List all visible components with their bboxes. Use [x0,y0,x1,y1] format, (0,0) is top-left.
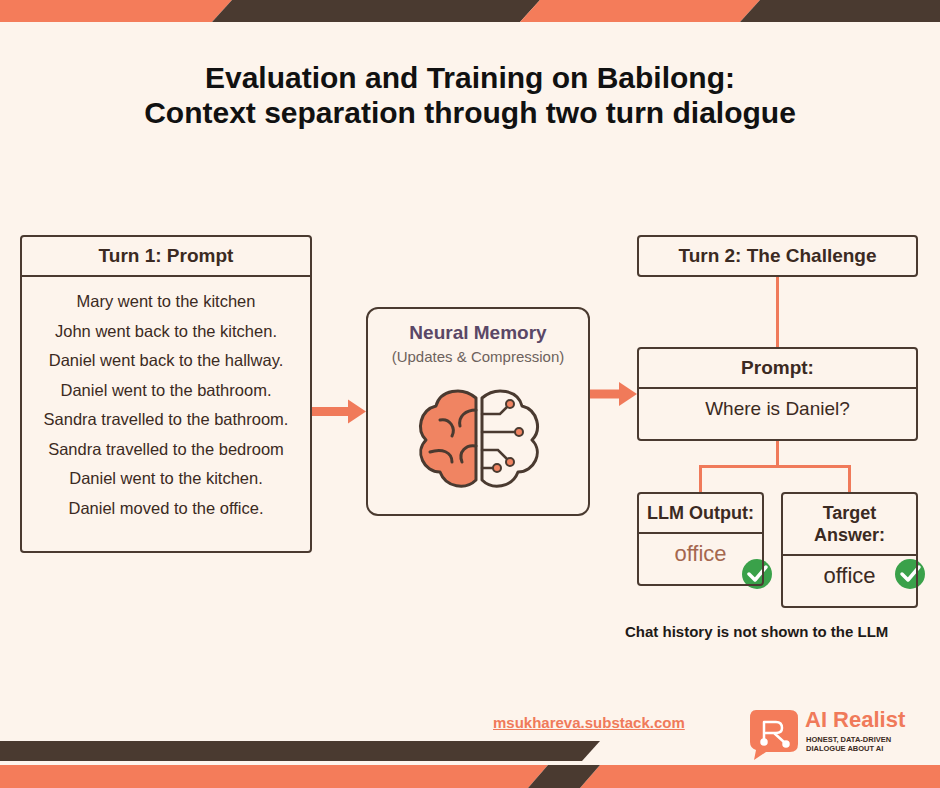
box-header: Prompt: [639,349,916,389]
connector [701,441,778,492]
prompt-box: LLM Output:office [637,492,764,586]
box-header: Turn 2: The Challenge [639,237,916,275]
memory-box: Neural Memory(Updates & Compression) [366,307,590,516]
connector [590,382,637,406]
story-line: Sandra travelled to the bedroom [22,435,310,465]
box-header: LLM Output: [639,494,762,534]
answer-text: Where is Daniel? [639,389,916,439]
node-subtitle: (Updates & Compression) [368,344,588,366]
prompt-box: Target Answer:office [781,492,918,608]
header-box: Turn 2: The Challenge [637,235,918,277]
prompt-box: Turn 1: PromptMary went to the kitchenJo… [20,235,312,553]
box-header: Turn 1: Prompt [22,237,310,277]
prompt-box: Prompt:Where is Daniel? [637,347,918,441]
connector [778,441,850,492]
connector [312,400,366,424]
story-line: Daniel went to the kitchen. [22,464,310,494]
story-line: Sandra travelled to the bathroom. [22,405,310,435]
connector [777,277,778,347]
box-header: Target Answer: [783,494,916,556]
story-line: Mary went to the kitchen [22,277,310,317]
source-url: msukhareva.substack.com [493,714,713,732]
answer-text: office [783,556,916,606]
node-title: Neural Memory [368,309,588,344]
brand-name: AI Realist [805,708,935,732]
story-line: Daniel moved to the office. [22,494,310,524]
story-line: Daniel went to the bathroom. [22,376,310,406]
brand-tagline: HONEST, DATA-DRIVEN DIALOGUE ABOUT AI [806,735,910,753]
story-line: John went back to the kitchen. [22,317,310,347]
note-text: Chat history is not shown to the LLM [625,623,925,641]
answer-text: office [639,534,762,584]
title: Evaluation and Training on Babilong:Cont… [20,60,920,130]
story-line: Daniel went back to the hallway. [22,346,310,376]
